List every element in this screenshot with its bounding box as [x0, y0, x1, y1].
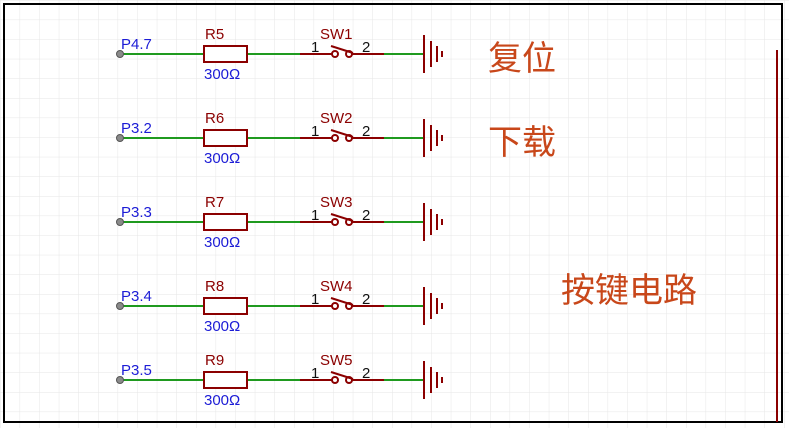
resistor-value: 300Ω [204, 318, 240, 335]
annotation-download: 下载 [488, 123, 556, 163]
switch-actuator [330, 213, 354, 222]
switch-pin1: 1 [311, 291, 319, 308]
resistor-ref: R8 [205, 278, 224, 295]
switch-actuator [330, 45, 354, 54]
port-pin-dot [116, 134, 124, 142]
resistor-ref: R6 [205, 110, 224, 127]
switch-pin1: 1 [311, 39, 319, 56]
net-label: P3.3 [121, 204, 152, 221]
resistor-body [203, 297, 248, 315]
annotation-title: 按键电路 [561, 271, 697, 311]
switch-contact-left [331, 134, 339, 142]
resistor-value: 300Ω [204, 150, 240, 167]
switch-ref: SW3 [320, 194, 353, 211]
annotation-reset: 复位 [488, 39, 556, 79]
port-pin-dot [116, 218, 124, 226]
resistor-value: 300Ω [204, 392, 240, 409]
net-label: P3.4 [121, 288, 152, 305]
net-label: P3.5 [121, 362, 152, 379]
switch-ref: SW5 [320, 352, 353, 369]
sheet-frame [3, 3, 783, 423]
switch-pin2: 2 [362, 291, 370, 308]
switch-ref: SW2 [320, 110, 353, 127]
switch-contact-left [331, 302, 339, 310]
resistor-body [203, 129, 248, 147]
port-pin-dot [116, 302, 124, 310]
resistor-body [203, 45, 248, 63]
resistor-ref: R5 [205, 26, 224, 43]
resistor-ref: R7 [205, 194, 224, 211]
switch-actuator [330, 129, 354, 138]
switch-pin1: 1 [311, 365, 319, 382]
resistor-body [203, 213, 248, 231]
switch-pin2: 2 [362, 365, 370, 382]
resistor-ref: R9 [205, 352, 224, 369]
switch-pin2: 2 [362, 39, 370, 56]
switch-actuator [330, 371, 354, 380]
switch-pin2: 2 [362, 207, 370, 224]
switch-pin2: 2 [362, 123, 370, 140]
resistor-value: 300Ω [204, 66, 240, 83]
switch-pin1: 1 [311, 123, 319, 140]
switch-contact-left [331, 218, 339, 226]
switch-contact-left [331, 50, 339, 58]
resistor-value: 300Ω [204, 234, 240, 251]
switch-ref: SW4 [320, 278, 353, 295]
port-pin-dot [116, 50, 124, 58]
net-label: P4.7 [121, 36, 152, 53]
switch-pin1: 1 [311, 207, 319, 224]
switch-actuator [330, 297, 354, 306]
resistor-body [203, 371, 248, 389]
net-label: P3.2 [121, 120, 152, 137]
switch-contact-left [331, 376, 339, 384]
port-pin-dot [116, 376, 124, 384]
switch-ref: SW1 [320, 26, 353, 43]
